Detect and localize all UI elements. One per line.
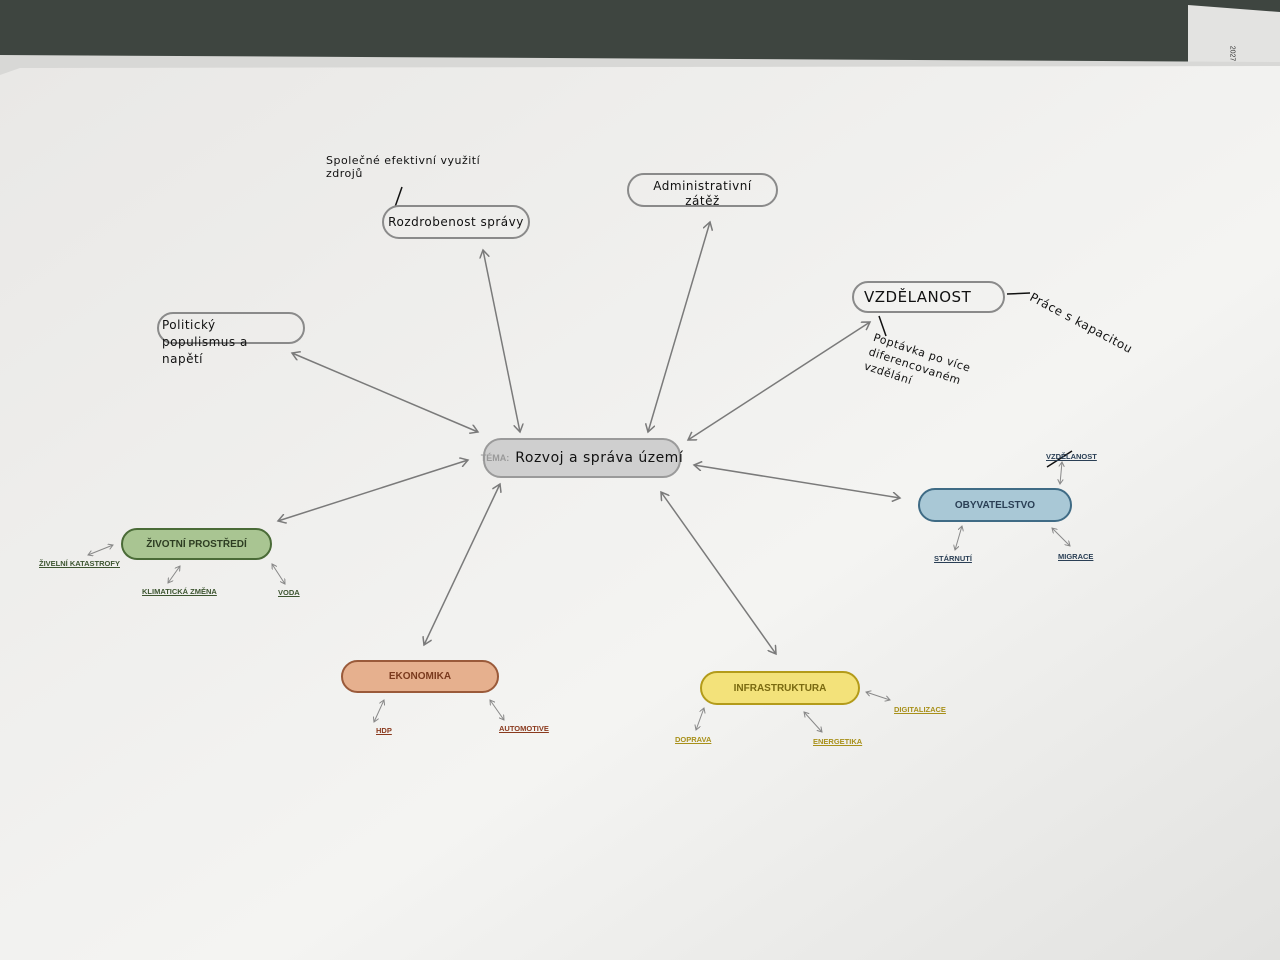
node-politicky-populismus[interactable]: Politický populismus a napětí — [157, 312, 305, 366]
node-label: EKONOMIKA — [388, 671, 452, 682]
node-label: OBYVATELSTVO — [954, 499, 1036, 511]
sub-migrace: MIGRACE — [1058, 552, 1094, 561]
note-spolecne-vyuziti: Společné efektivní využití zdrojů — [326, 154, 481, 180]
sub-arrows — [88, 462, 1070, 732]
connector-arrows — [278, 222, 900, 654]
topic-prefix: TÉMA: — [480, 453, 510, 463]
sub-klimaticka-zmena: KLIMATICKÁ ZMĚNA — [142, 587, 217, 596]
node-label: VZDĚLANOST — [864, 288, 972, 306]
sub-zivelni-katastrofy: ŽIVELNÍ KATASTROFY — [39, 559, 120, 568]
node-label: Politický populismus a napětí — [162, 318, 248, 366]
sub-doprava: DOPRAVA — [675, 735, 712, 744]
node-label: ŽIVOTNÍ PROSTŘEDÍ — [146, 538, 247, 550]
background-paper — [1188, 5, 1280, 70]
node-administrativni[interactable]: Administrativní zátěž — [627, 173, 778, 208]
center-topic-node[interactable]: TÉMA: Rozvoj a správa území — [480, 438, 684, 478]
node-infrastruktura[interactable]: INFRASTRUKTURA — [700, 671, 860, 705]
sub-energetika: ENERGETIKA — [813, 737, 863, 746]
node-label: Administrativní zátěž — [653, 179, 752, 208]
sub-digitalizace: DIGITALIZACE — [894, 705, 946, 714]
sub-vzdelanost-struck: VZDĚLANOST — [1046, 452, 1097, 461]
node-label: INFRASTRUKTURA — [733, 682, 827, 694]
topic-text: Rozvoj a správa území — [515, 450, 684, 466]
node-vzdelanost[interactable]: VZDĚLANOST — [852, 281, 1005, 313]
node-obyvatelstvo[interactable]: OBYVATELSTVO — [918, 488, 1072, 522]
sub-hdp: HDP — [376, 726, 392, 735]
node-rozdrobenost[interactable]: Rozdrobenost správy — [382, 205, 530, 239]
node-zivotni-prostredi[interactable]: ŽIVOTNÍ PROSTŘEDÍ — [121, 528, 272, 560]
sub-voda: VODA — [278, 588, 300, 597]
sub-automotive: AUTOMOTIVE — [499, 724, 549, 733]
node-ekonomika[interactable]: EKONOMIKA — [341, 660, 499, 693]
paper-sheet — [0, 66, 1280, 960]
handwritten-lines — [394, 186, 1073, 468]
node-label: Rozdrobenost správy — [388, 215, 524, 229]
sub-starnuti: STÁRNUTÍ — [934, 554, 972, 563]
corner-paper-text: 2027 — [1228, 45, 1236, 62]
